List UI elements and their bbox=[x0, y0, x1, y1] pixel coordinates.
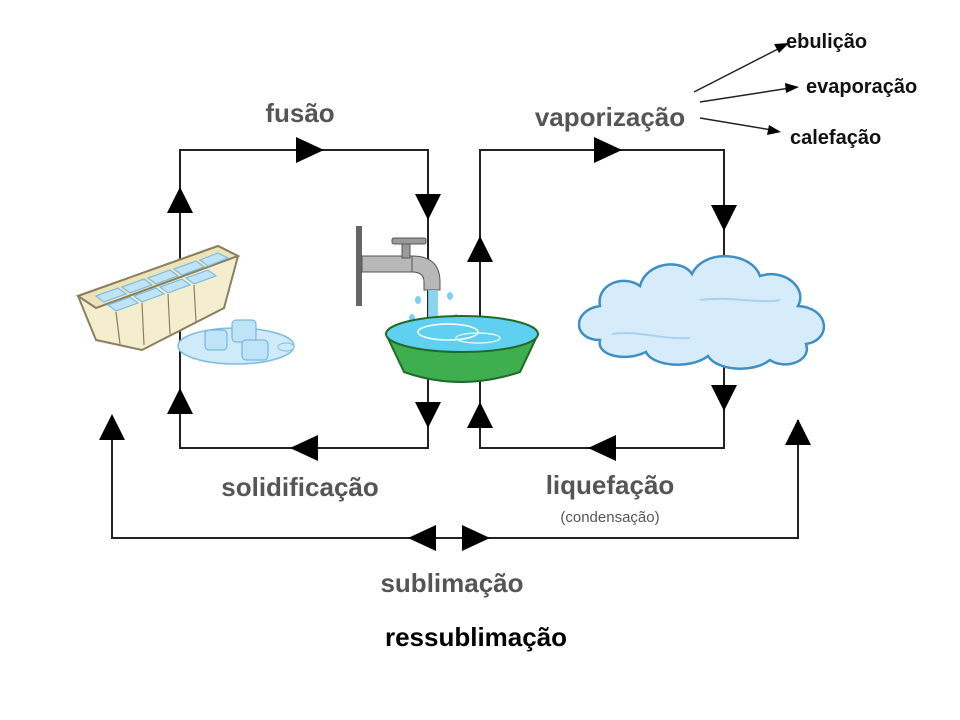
pointer-calefacao bbox=[699, 117, 773, 131]
faucet-and-basin-icon bbox=[356, 226, 540, 383]
liquefacao-label: liquefação bbox=[546, 470, 675, 500]
pointer-evaporacao-head bbox=[785, 83, 799, 93]
solid-up-arrow-bottom bbox=[167, 388, 193, 414]
ebulicao-label: ebulição bbox=[786, 31, 867, 53]
vaporization-type-pointers bbox=[693, 43, 799, 135]
sublimation-up-arrow-right bbox=[785, 419, 811, 445]
fusao-label: fusão bbox=[265, 98, 334, 128]
vaporizacao-arrow bbox=[594, 137, 622, 163]
solidificacao-down-arrow bbox=[415, 402, 441, 428]
sublimation-path bbox=[111, 420, 799, 539]
pointer-calefacao-head bbox=[767, 125, 781, 135]
liquefacao-arrow bbox=[588, 435, 616, 461]
liquid-up-arrow-bottom bbox=[467, 402, 493, 428]
pointer-ebulicao-head bbox=[774, 43, 789, 53]
arrowheads bbox=[99, 137, 811, 551]
sublimacao-arrow bbox=[462, 525, 490, 551]
calefacao-label: calefação bbox=[790, 127, 881, 149]
solidificacao-arrow bbox=[290, 435, 318, 461]
fusao-down-arrow bbox=[415, 194, 441, 220]
fusao-arrow bbox=[296, 137, 324, 163]
cloud-icon bbox=[577, 254, 825, 370]
gas-down-arrow-top bbox=[711, 205, 737, 231]
vaporizacao-up-arrow bbox=[467, 236, 493, 262]
sublimacao-label: sublimação bbox=[380, 568, 523, 598]
solid-up-arrow-top bbox=[167, 187, 193, 213]
vaporizacao-label: vaporização bbox=[535, 102, 685, 132]
ressublimacao-label: ressublimação bbox=[385, 622, 567, 652]
ice-tray-icon bbox=[75, 244, 295, 365]
pointer-ebulicao bbox=[693, 47, 781, 93]
pointer-evaporacao bbox=[699, 87, 791, 103]
evaporacao-label: evaporação bbox=[806, 76, 917, 98]
liquefacao-down-arrow bbox=[711, 385, 737, 411]
ressublimacao-arrow bbox=[408, 525, 436, 551]
sublimation-up-arrow-left bbox=[99, 414, 125, 440]
solidificacao-label: solidificação bbox=[221, 472, 379, 502]
condensacao-label: (condensação) bbox=[560, 509, 659, 526]
